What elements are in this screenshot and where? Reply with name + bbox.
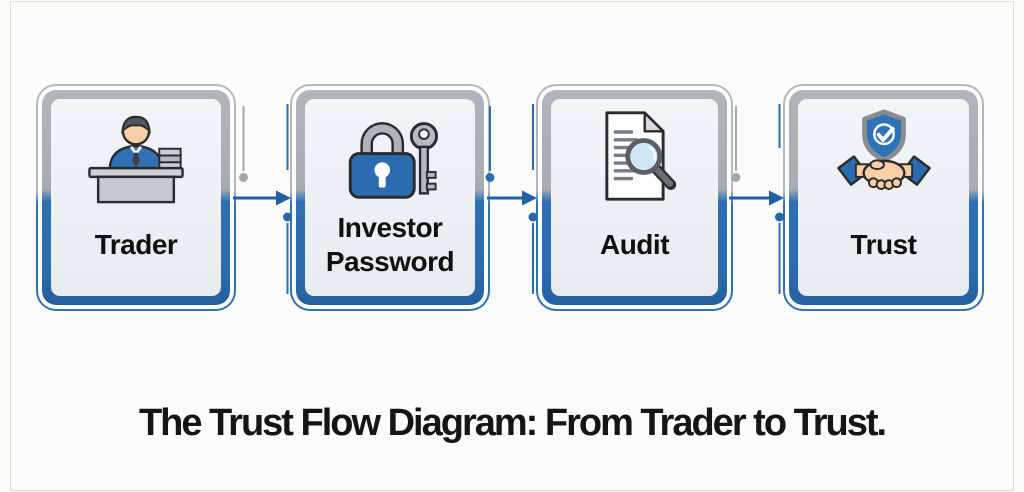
trader-at-desk-icon <box>88 115 184 204</box>
connector-trader-to-password <box>233 104 292 294</box>
arrow-right-icon <box>276 190 291 206</box>
node-ring-gap: Trust <box>785 86 982 309</box>
node-ring-gap: Audit <box>538 86 731 309</box>
node-body: Trust <box>798 99 969 296</box>
flow-node-trader: Trader <box>36 84 236 311</box>
document-magnifier-icon <box>604 111 676 201</box>
node-ring-gap: Investor Password <box>292 86 488 309</box>
node-outer-ring: Audit <box>536 84 733 311</box>
flow-node-audit: Audit <box>536 84 733 311</box>
node-body: Investor Password <box>305 99 475 296</box>
flow-node-investor-password: Investor Password <box>290 84 490 311</box>
flow-node-trust: Trust <box>783 84 984 311</box>
node-label: Investor Password <box>325 212 455 277</box>
node-label: Trust <box>850 228 917 260</box>
node-outer-ring: Investor Password <box>290 84 490 311</box>
connector-password-to-audit <box>485 104 538 294</box>
node-outer-ring: Trader <box>36 84 236 311</box>
connector-top-dot <box>239 173 248 182</box>
node-thick-border: Trust <box>789 90 978 305</box>
node-thick-border: Audit <box>542 90 727 305</box>
node-body: Trader <box>51 99 221 296</box>
node-body: Audit <box>551 99 718 296</box>
node-label: Trader <box>94 228 178 260</box>
node-label: Audit <box>599 228 670 260</box>
connector-audit-to-trust <box>729 104 784 294</box>
node-outer-ring: Trust <box>783 84 984 311</box>
arrow-right-icon <box>769 190 784 206</box>
node-thick-border: Investor Password <box>296 90 484 305</box>
diagram-title: The Trust Flow Diagram: From Trader to T… <box>138 402 887 444</box>
shield-handshake-icon <box>836 109 931 190</box>
arrow-right-icon <box>522 190 537 206</box>
node-thick-border: Trader <box>42 90 230 305</box>
node-ring-gap: Trader <box>38 86 234 309</box>
padlock-key-icon <box>348 122 439 199</box>
